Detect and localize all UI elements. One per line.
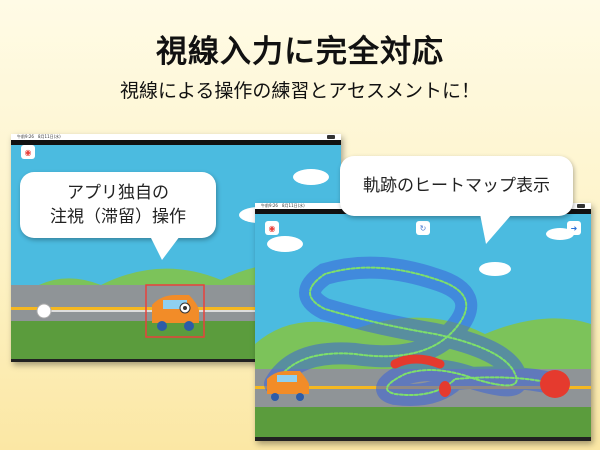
- start-point: [36, 303, 52, 319]
- car: [145, 284, 205, 338]
- car: [267, 371, 309, 401]
- status-bar: 午前9:26 8月11日(水): [11, 134, 341, 140]
- page-subtitle: 視線による操作の練習とアセスメントに！: [119, 80, 481, 102]
- stop-button[interactable]: ◉: [265, 221, 279, 235]
- left-callout-bubble: アプリ独自の 注視（滞留）操作: [20, 172, 216, 260]
- status-text: 午前9:26 8月11日(水): [261, 203, 305, 208]
- right-app-screenshot: 午前9:26 8月11日(水) ◉ ↻ ➜: [255, 203, 591, 441]
- replay-icon: ↻: [419, 223, 427, 233]
- next-button[interactable]: ➜: [567, 221, 581, 235]
- callout-line-1: アプリ独自の: [67, 183, 169, 203]
- right-callout-bubble: 軌跡のヒートマップ表示: [340, 156, 573, 244]
- stop-circle-icon: ◉: [24, 147, 32, 157]
- heatmap-scene: [255, 214, 591, 441]
- top-strip: [11, 140, 341, 145]
- arrow-right-circle-icon: ➜: [570, 223, 578, 233]
- replay-button[interactable]: ↻: [416, 221, 430, 235]
- status-text: 午前9:26 8月11日(水): [17, 134, 61, 139]
- callout-text: 軌跡のヒートマップ表示: [363, 176, 550, 196]
- gaze-heatmap: [264, 256, 570, 406]
- stop-button[interactable]: ◉: [21, 145, 35, 159]
- callout-line-2: 注視（滞留）操作: [50, 207, 186, 227]
- dwell-target-box: [145, 284, 205, 338]
- stop-circle-icon: ◉: [268, 223, 276, 233]
- page-title: 視線入力に完全対応: [156, 34, 444, 70]
